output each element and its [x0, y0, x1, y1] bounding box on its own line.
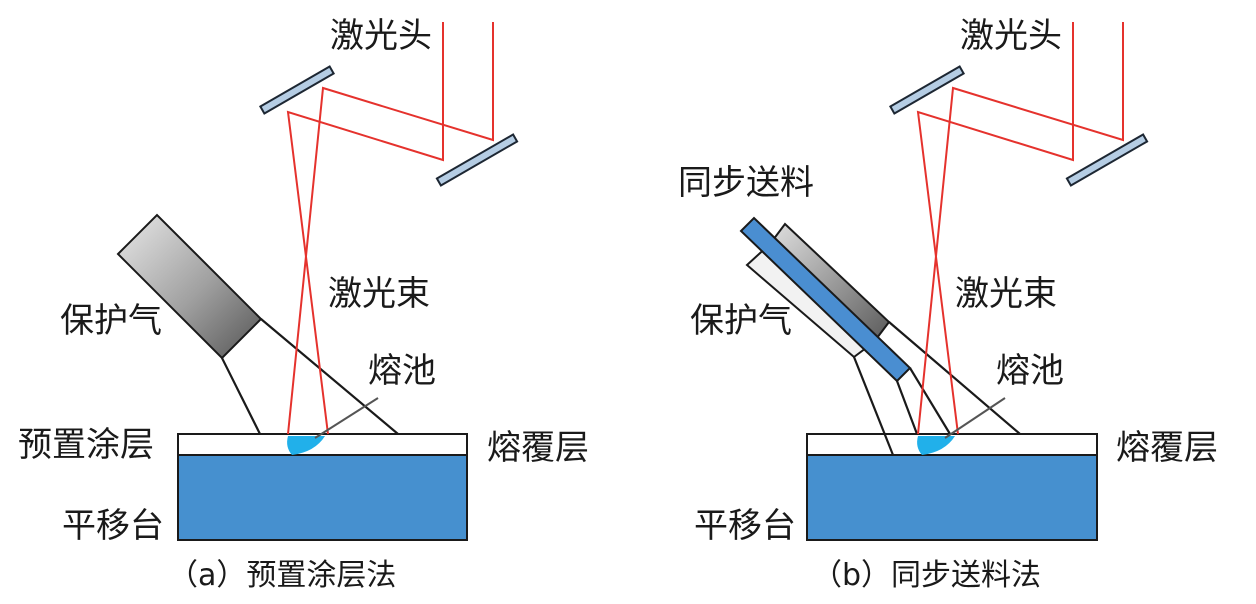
mirror-upper: [258, 65, 336, 115]
laser-beam-b1: [916, 22, 1074, 435]
laser-beam-label: 激光束: [328, 274, 430, 314]
caption-b: （b）同步送料法: [812, 558, 1041, 593]
melt-pool-label: 熔池: [368, 351, 436, 391]
laser-head-label-b: 激光头: [960, 16, 1062, 56]
gas-nozzle-right-edge-b: [888, 321, 1021, 435]
melt-pool-leader-b: [944, 397, 1006, 439]
gas-nozzle-left-edge-b: [852, 356, 895, 456]
panel-a: 激光头 激光束 保护气 熔池 预置涂层 熔覆层 平移台 （a）预置涂层法: [18, 16, 589, 593]
shield-gas-label-b: 保护气: [690, 301, 792, 341]
stage-block-b: [806, 454, 1098, 541]
laser-beam-1: [286, 22, 444, 435]
mirror-lower-b: [1065, 133, 1149, 187]
laser-beam-2: [287, 22, 494, 435]
laser-beam-b2: [917, 22, 1124, 435]
melt-pool-leader: [314, 397, 379, 439]
mirror-upper-b: [888, 65, 966, 115]
stage-label-b: 平移台: [694, 506, 796, 546]
gas-nozzle-right-edge: [260, 318, 399, 435]
melt-pool: [287, 436, 325, 455]
caption-a: （a）预置涂层法: [168, 558, 396, 593]
laser-head-label: 激光头: [330, 16, 432, 56]
cladding-label: 熔覆层: [487, 428, 589, 468]
melt-pool-label-b: 熔池: [996, 351, 1064, 391]
melt-pool-b: [917, 436, 955, 455]
feed-tube-edge-right: [909, 367, 951, 435]
powder-feed-tube: [739, 216, 912, 383]
panel-b: 激光头 同步送料 激光束 保护气 熔池 熔覆层 平移台 （b）同步送料法: [678, 16, 1218, 593]
laser-beam-label-b: 激光束: [955, 274, 1057, 314]
precoat-label: 预置涂层: [18, 425, 154, 465]
mirror-lower: [435, 133, 519, 187]
stage-block: [177, 454, 468, 541]
gas-nozzle-left-edge: [221, 357, 261, 435]
stage-label: 平移台: [62, 506, 164, 546]
feed-tube-edge-left: [895, 380, 919, 435]
shield-gas-label: 保护气: [60, 301, 162, 341]
powder-feed-label: 同步送料: [678, 163, 814, 203]
cladding-label-b: 熔覆层: [1116, 428, 1218, 468]
